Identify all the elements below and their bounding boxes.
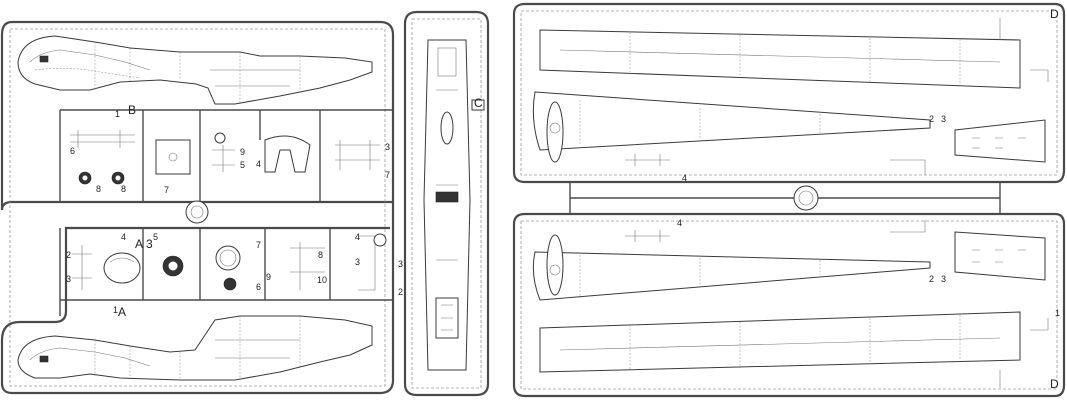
part-number-label: 7: [256, 240, 261, 250]
part-number-label: 2: [398, 287, 403, 297]
sprue-d-lower-frame: [512, 212, 1066, 398]
fuselage-half-upper: [17, 35, 373, 105]
small-parts-row-1: [70, 130, 380, 185]
part-number-label: 8: [318, 250, 323, 260]
part-number-label: C: [474, 96, 483, 110]
part-number-label: A: [118, 305, 126, 319]
part-number-label: 1: [115, 109, 120, 119]
sprue-c: C 3 2: [398, 10, 490, 397]
part-number-label: 6: [256, 282, 261, 292]
part-number-label: 8: [96, 184, 101, 194]
part-number-label: 4: [121, 232, 126, 242]
engine-cowling-part: [423, 39, 471, 371]
part-number-label: 5: [153, 232, 158, 242]
part-number-label: 1: [1055, 308, 1060, 318]
part-number-label: 3: [941, 274, 946, 284]
wing-upper-top: [539, 29, 1021, 89]
wing-lower-bottom: [539, 311, 1021, 373]
sprue-c-part-numbers: C 3 2: [398, 96, 483, 297]
tailplane-lower: [954, 231, 1046, 281]
part-number-label: D: [1050, 7, 1059, 21]
part-number-label: 3: [355, 257, 360, 267]
wing-upper-lower: [532, 91, 931, 163]
sprue-c-outer-frame: [403, 10, 490, 397]
part-number-label: 7: [164, 185, 169, 195]
part-number-label: 1: [113, 305, 118, 315]
part-number-label: B: [128, 103, 136, 117]
small-parts-row-2: [72, 233, 387, 291]
part-number-label: 2: [66, 250, 71, 260]
part-number-label: 2: [929, 274, 934, 284]
part-number-label: 2: [929, 114, 934, 124]
part-number-label: 3: [146, 237, 153, 251]
part-number-label: A: [135, 237, 143, 251]
part-number-label: 10: [317, 275, 327, 285]
part-number-label: 9: [240, 147, 245, 157]
part-number-label: D: [1050, 377, 1059, 391]
tailplane-upper: [954, 119, 1046, 163]
part-number-label: 7: [385, 170, 390, 180]
part-number-label: 6: [70, 146, 75, 156]
sprue-d-gate-ring: [793, 185, 819, 211]
part-number-label: 4: [682, 173, 687, 183]
fuselage-half-lower: [17, 315, 373, 381]
part-number-label: 3: [385, 142, 390, 152]
part-number-label: 3: [398, 259, 403, 269]
part-number-label: 3: [941, 114, 946, 124]
part-number-label: 8: [121, 184, 126, 194]
wing-lower-top: [532, 234, 931, 301]
part-number-label: 9: [266, 272, 271, 282]
part-number-label: 4: [355, 232, 360, 242]
part-number-label: 3: [66, 274, 71, 284]
sprue-d-upper-frame: [512, 2, 1066, 184]
part-number-label: 5: [240, 160, 245, 170]
tab-part: [471, 99, 485, 111]
sprue-a-outer-frame: [0, 20, 395, 395]
part-number-label: 4: [677, 218, 682, 228]
sprue-a-gate-ring: [185, 200, 209, 224]
part-number-label: 4: [256, 159, 261, 169]
